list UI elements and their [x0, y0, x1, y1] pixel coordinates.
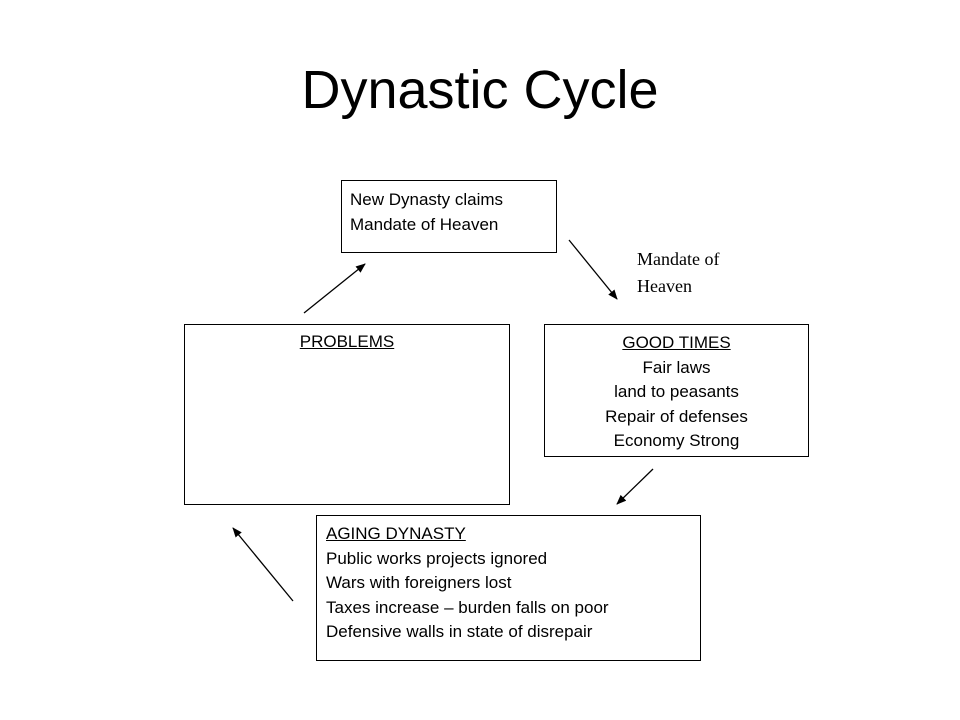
mandate-label-line-2: Heaven: [637, 276, 692, 296]
new-dynasty-line-2: Mandate of Heaven: [350, 214, 499, 234]
good-times-heading: GOOD TIMES: [622, 333, 731, 352]
aging-dynasty-box: AGING DYNASTY Public works projects igno…: [316, 515, 701, 661]
good-times-line-4: Economy Strong: [613, 431, 740, 450]
aging-dynasty-line-3: Taxes increase – burden falls on poor: [326, 597, 609, 617]
mandate-of-heaven-label: Mandate of Heaven: [637, 246, 719, 300]
new-dynasty-line-1: New Dynasty claims: [350, 190, 504, 209]
arrow-new-to-good: [568, 239, 618, 300]
aging-dynasty-line-4: Defensive walls in state of disrepair: [326, 622, 593, 641]
aging-dynasty-line-1: Public works projects ignored: [326, 548, 548, 568]
new-dynasty-box: New Dynasty claims Mandate of Heaven: [341, 180, 557, 253]
problems-box: PROBLEMS: [184, 324, 510, 505]
page-title: Dynastic Cycle: [301, 60, 659, 120]
problems-heading: PROBLEMS: [299, 332, 395, 351]
arrow-aging-to-problems: [232, 527, 294, 602]
good-times-box: GOOD TIMES Fair laws land to peasants Re…: [544, 324, 809, 457]
good-times-line-2: land to peasants: [614, 382, 739, 401]
good-times-line-1: Fair laws: [642, 357, 711, 377]
good-times-line-3: Repair of defenses: [605, 406, 748, 426]
arrow-good-to-aging: [616, 468, 654, 505]
mandate-label-line-1: Mandate of: [637, 249, 720, 269]
arrow-problems-to-new: [303, 263, 366, 314]
aging-dynasty-heading: AGING DYNASTY: [326, 524, 466, 543]
aging-dynasty-line-2: Wars with foreigners lost: [326, 573, 512, 592]
